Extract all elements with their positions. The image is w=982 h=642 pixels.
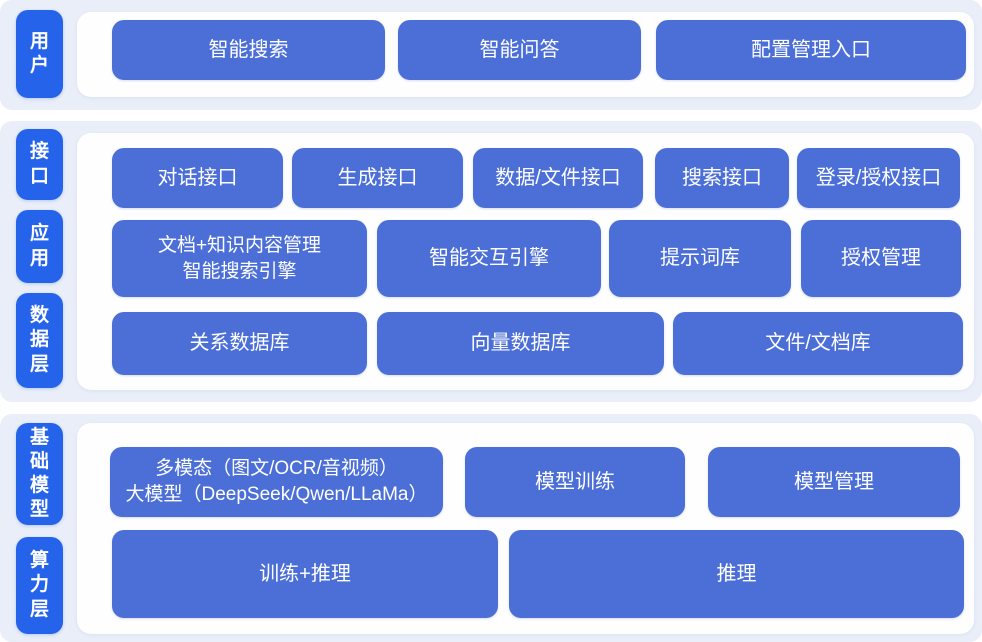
- node-smart-search: 智能搜索: [112, 20, 385, 80]
- side-label-base-model: 基础模型: [16, 423, 63, 525]
- node-vector-database: 向量数据库: [377, 312, 664, 375]
- side-label-base-model-text: 基础模型: [29, 426, 49, 521]
- side-label-data-layer: 数据层: [16, 293, 63, 388]
- side-label-interface: 接口: [16, 129, 63, 200]
- side-label-application: 应用: [16, 210, 63, 283]
- node-generation-api: 生成接口: [292, 148, 463, 208]
- node-model-management: 模型管理: [708, 447, 960, 517]
- side-label-data-layer-text: 数据层: [29, 305, 49, 375]
- node-doc-knowledge-search-engine: 文档+知识内容管理 智能搜索引擎: [112, 220, 367, 297]
- node-file-document-store: 文件/文档库: [673, 312, 963, 375]
- node-model-training: 模型训练: [465, 447, 685, 517]
- node-authorization-management: 授权管理: [801, 220, 961, 297]
- side-label-user-text: 用户: [29, 30, 49, 76]
- node-inference: 推理: [509, 530, 964, 618]
- node-search-api: 搜索接口: [655, 148, 789, 208]
- node-training-plus-inference: 训练+推理: [112, 530, 498, 618]
- node-data-file-api: 数据/文件接口: [473, 148, 643, 208]
- side-label-compute-layer: 算力层: [16, 537, 63, 634]
- side-label-compute-layer-text: 算力层: [29, 550, 49, 620]
- node-relational-database: 关系数据库: [112, 312, 367, 375]
- node-login-auth-api: 登录/授权接口: [797, 148, 960, 208]
- side-label-application-text: 应用: [29, 223, 49, 269]
- node-dialog-api: 对话接口: [112, 148, 283, 208]
- node-multimodal-llm: 多模态（图文/OCR/音视频） 大模型（DeepSeek/Qwen/LLaMa）: [110, 447, 443, 517]
- node-prompt-library: 提示词库: [609, 220, 791, 297]
- node-smart-qa: 智能问答: [398, 20, 641, 80]
- side-label-interface-text: 接口: [29, 141, 49, 187]
- node-config-management-entry: 配置管理入口: [656, 20, 966, 80]
- side-label-user: 用户: [16, 10, 63, 98]
- node-smart-interaction-engine: 智能交互引擎: [377, 220, 601, 297]
